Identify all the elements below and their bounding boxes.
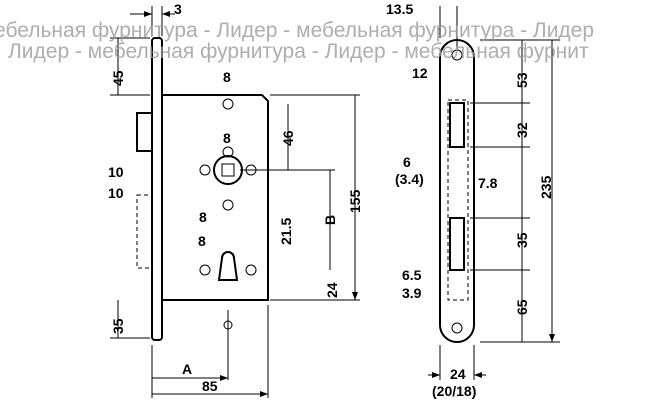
dim-label: 24	[324, 282, 340, 298]
dim-label: 3	[174, 1, 182, 17]
dim-label: 32	[514, 122, 530, 138]
dim-label: 8	[223, 130, 231, 146]
right-dimension-labels: 13.5 12 53 32 6 (3.4) 7.8 235 35 6.5 3.9…	[386, 1, 554, 399]
left-dimension-labels: 3 45 8 46 8 10 10 8 21.5 8 B 155 24 35 A…	[108, 1, 363, 394]
dim-label: 46	[280, 130, 296, 146]
dim-label: 7.8	[478, 175, 498, 191]
watermark-line-1: ебельная фурнитура - Лидер - мебельная ф…	[0, 19, 594, 42]
latch-bolt	[136, 112, 153, 152]
dim-label: 65	[514, 299, 530, 315]
watermark-line-2: Лидер - мебельная фурнитура - Лидер - ме…	[8, 40, 589, 63]
dim-label: 8	[223, 69, 231, 85]
dim-label: 12	[412, 65, 428, 81]
dim-label: 53	[514, 72, 530, 88]
lock-body	[162, 94, 269, 301]
spindle-hub	[213, 155, 243, 185]
latch-slot	[449, 102, 465, 148]
dim-label: 35	[110, 318, 126, 334]
lock-side-view	[110, 6, 360, 398]
lock-front-view	[428, 6, 560, 380]
dim-label: 10	[108, 164, 124, 180]
dim-label: B	[322, 215, 338, 225]
keyhole	[217, 251, 239, 281]
dim-label: 24	[450, 366, 466, 382]
dim-label: 85	[202, 378, 218, 394]
dim-label: 45	[110, 70, 126, 86]
dim-label: 13.5	[386, 1, 413, 17]
dim-label: 8	[198, 233, 206, 249]
dim-label: 235	[538, 175, 554, 199]
bolt-slot	[449, 217, 465, 271]
dim-label: (3.4)	[395, 171, 424, 187]
dim-label: 21.5	[278, 218, 294, 245]
dim-label: 3.9	[402, 285, 422, 301]
dim-label: 8	[199, 209, 207, 225]
front-faceplate	[439, 39, 475, 343]
dead-bolt	[136, 194, 153, 269]
dim-label: 155	[347, 189, 363, 213]
dim-label: 6.5	[402, 267, 422, 283]
dim-label: 35	[514, 232, 530, 248]
dim-label: (20/18)	[432, 383, 476, 399]
faceplate	[151, 37, 163, 341]
dim-label: 10	[108, 185, 124, 201]
dim-label: 6	[403, 154, 411, 170]
dim-label: A	[182, 361, 192, 377]
